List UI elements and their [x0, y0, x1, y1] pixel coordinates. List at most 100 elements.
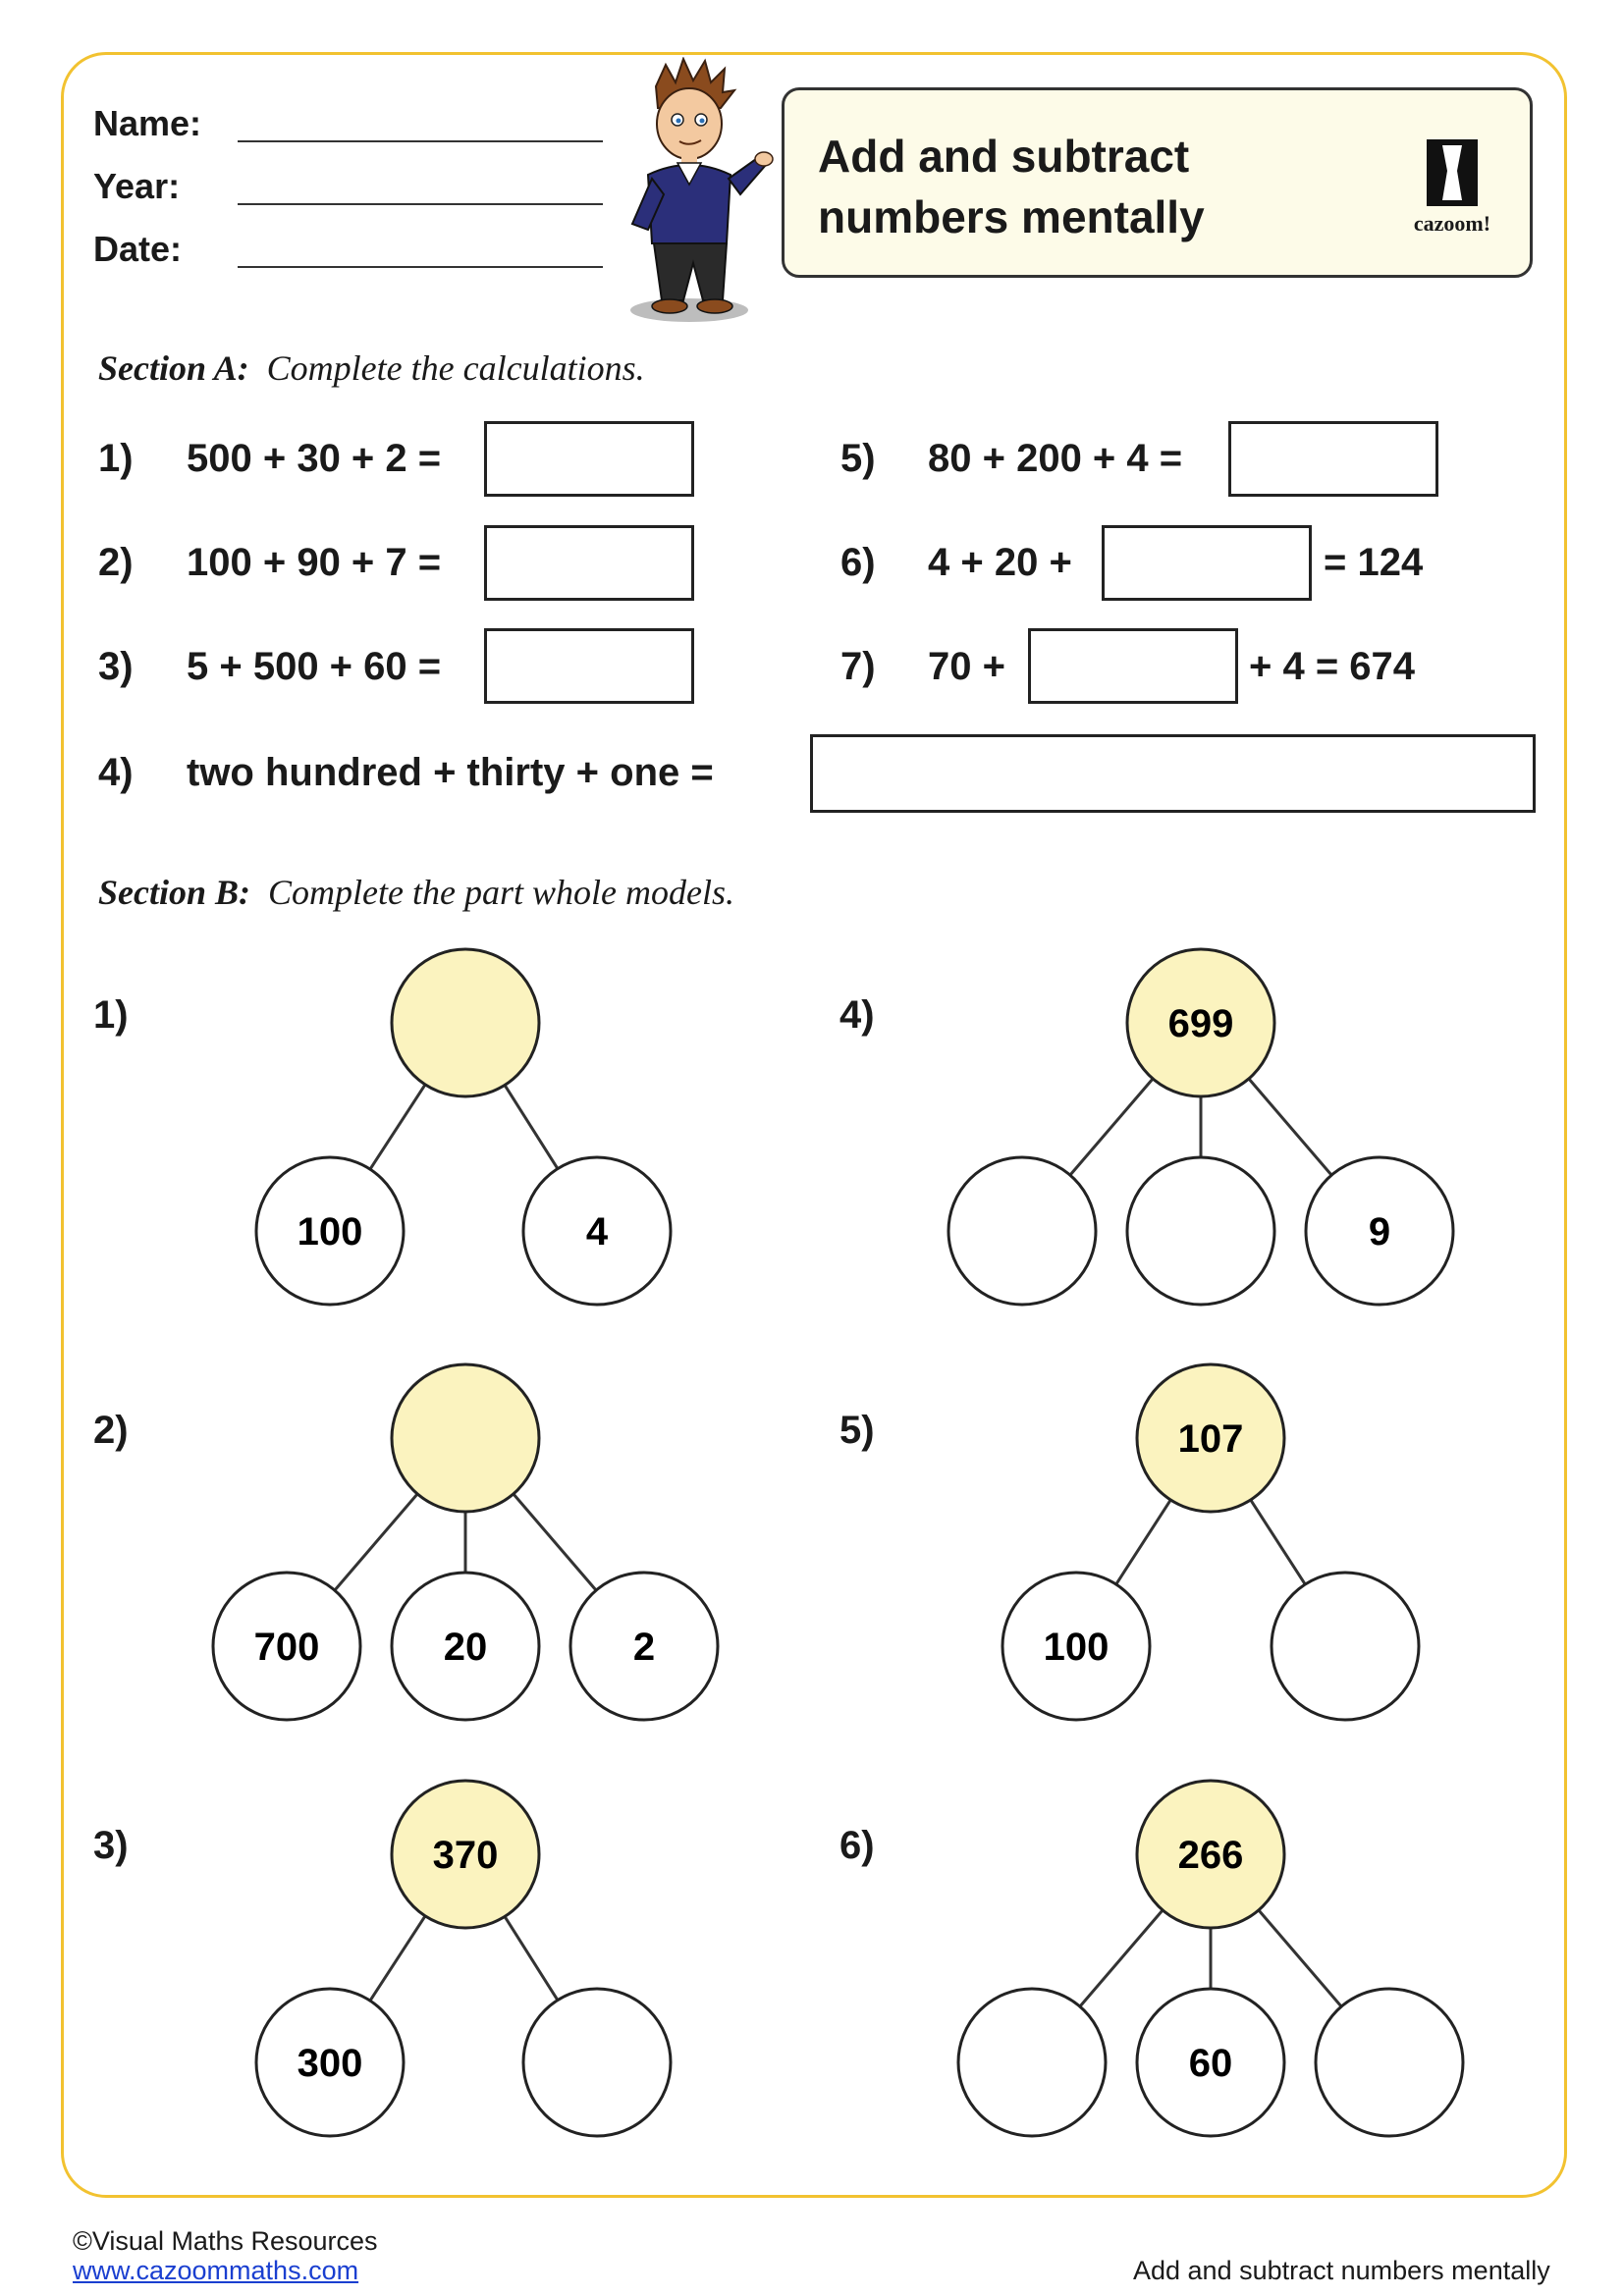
- footer-title: Add and subtract numbers mentally: [1133, 2256, 1550, 2285]
- footer-link[interactable]: www.cazoommaths.com: [73, 2256, 359, 2285]
- qa4-number: 4): [98, 751, 134, 794]
- model-2-part-value: 2: [633, 1626, 655, 1669]
- model-4-part-circle: [1304, 1155, 1455, 1307]
- model-6-part-circle: [1135, 1987, 1286, 2138]
- qa2-answer-box[interactable]: [484, 525, 694, 601]
- model-5-connector: [1114, 1499, 1172, 1585]
- model-6-part-circle[interactable]: [1314, 1987, 1465, 2138]
- model-3-connector: [503, 1915, 560, 2002]
- model-5-connector: [1249, 1499, 1307, 1585]
- model-5-whole-value: 107: [1178, 1417, 1244, 1461]
- qa6-expression: 4 + 20 +: [928, 541, 1072, 584]
- model-6-whole-circle: [1135, 1779, 1286, 1930]
- model-3-connector: [368, 1915, 427, 2002]
- model-4-part-circle[interactable]: [1125, 1155, 1276, 1307]
- qa5-number: 5): [840, 437, 876, 480]
- model-3-whole-circle: [390, 1779, 541, 1930]
- qa3-answer-box[interactable]: [484, 628, 694, 704]
- model-4-connector: [1247, 1077, 1333, 1177]
- model-2-connector: [512, 1492, 598, 1592]
- model-2-whole-circle[interactable]: [390, 1362, 541, 1514]
- model-3-part-circle: [254, 1987, 406, 2138]
- qa1-answer-box[interactable]: [484, 421, 694, 497]
- qa4-answer-box[interactable]: [810, 734, 1536, 813]
- model-1-part-value: 100: [298, 1210, 363, 1254]
- qa2-number: 2): [98, 541, 134, 584]
- qa3-expression: 5 + 500 + 60 =: [187, 645, 442, 688]
- footer-copyright: ©Visual Maths Resources: [73, 2226, 378, 2256]
- model-6-part-circle[interactable]: [956, 1987, 1108, 2138]
- model-4-connector: [1068, 1077, 1155, 1177]
- qa6-result: = 124: [1324, 541, 1424, 584]
- qa6-number: 6): [840, 541, 876, 584]
- title-line-1: Add and subtract: [818, 131, 1190, 182]
- section-b-heading: Section B: Complete the part whole model…: [98, 872, 734, 913]
- model-1-part-circle: [254, 1155, 406, 1307]
- qa7-expression: 70 +: [928, 645, 1005, 688]
- model-1-whole-circle[interactable]: [390, 947, 541, 1098]
- section-b-label: Section B:: [98, 873, 251, 912]
- qa7-answer-box[interactable]: [1028, 628, 1238, 704]
- cazoom-brand-text: cazoom!: [1413, 211, 1491, 236]
- model-5-part-circle[interactable]: [1270, 1571, 1421, 1722]
- name-line[interactable]: [238, 140, 603, 142]
- model-5-whole-circle: [1135, 1362, 1286, 1514]
- model-6-whole-value: 266: [1178, 1834, 1244, 1877]
- model-4-part-circle[interactable]: [947, 1155, 1098, 1307]
- model-1-part-value: 4: [586, 1210, 609, 1254]
- model-2-part-circle: [211, 1571, 362, 1722]
- model-5-part-value: 100: [1044, 1626, 1110, 1669]
- cartoon-boy-illustration: [630, 57, 774, 322]
- qa4-expression: two hundred + thirty + one =: [187, 751, 714, 794]
- qa5-answer-box[interactable]: [1228, 421, 1438, 497]
- model-1-number: 1): [93, 993, 129, 1037]
- model-1-connector: [368, 1084, 427, 1170]
- model-3-part-circle[interactable]: [521, 1987, 673, 2138]
- model-4-part-value: 9: [1369, 1210, 1390, 1254]
- model-1-part-circle: [521, 1155, 673, 1307]
- model-3-whole-value: 370: [433, 1834, 499, 1877]
- model-6-connector: [1078, 1908, 1164, 2008]
- model-2-part-circle: [568, 1571, 720, 1722]
- worksheet-title: Add and subtract numbers mentally: [818, 126, 1328, 247]
- model-2-number: 2): [93, 1409, 129, 1452]
- model-1: 100 4: [254, 947, 673, 1307]
- model-6-connector: [1257, 1908, 1343, 2008]
- model-5-part-circle: [1001, 1571, 1152, 1722]
- year-label: Year:: [93, 166, 181, 206]
- qa7-number: 7): [840, 645, 876, 688]
- model-6-number: 6): [839, 1824, 875, 1867]
- year-line[interactable]: [238, 203, 603, 205]
- qa1-expression: 500 + 30 + 2 =: [187, 437, 442, 480]
- name-label: Name:: [93, 103, 202, 143]
- model-1-connector: [503, 1084, 560, 1170]
- model-4-number: 4): [839, 993, 875, 1037]
- model-3-number: 3): [93, 1824, 129, 1867]
- model-6-part-value: 60: [1189, 2042, 1233, 2085]
- section-a-label: Section A:: [98, 348, 249, 388]
- model-2-part-circle: [390, 1571, 541, 1722]
- model-2-part-value: 20: [444, 1626, 488, 1669]
- cazoom-logo: cazoom!: [1393, 137, 1511, 237]
- title-box: Add and subtract numbers mentally cazoom…: [782, 87, 1533, 278]
- model-5-number: 5): [839, 1409, 875, 1452]
- qa2-expression: 100 + 90 + 7 =: [187, 541, 442, 584]
- title-line-2: numbers mentally: [818, 191, 1205, 242]
- section-b-instruction: Complete the part whole models.: [268, 873, 734, 912]
- model-4-whole-circle: [1125, 947, 1276, 1098]
- model-2-connector: [333, 1492, 419, 1592]
- qa5-expression: 80 + 200 + 4 =: [928, 437, 1183, 480]
- page-border: [61, 52, 1567, 2198]
- qa7-result: + 4 = 674: [1249, 645, 1416, 688]
- model-2: 700 20 2: [211, 1362, 720, 1722]
- qa6-answer-box[interactable]: [1102, 525, 1312, 601]
- model-4-whole-value: 699: [1168, 1002, 1234, 1045]
- date-label: Date:: [93, 229, 183, 269]
- model-2-part-value: 700: [254, 1626, 320, 1669]
- section-a-instruction: Complete the calculations.: [266, 348, 645, 388]
- qa3-number: 3): [98, 645, 134, 688]
- qa1-number: 1): [98, 437, 134, 480]
- section-a-heading: Section A: Complete the calculations.: [98, 347, 645, 389]
- date-line[interactable]: [238, 266, 603, 268]
